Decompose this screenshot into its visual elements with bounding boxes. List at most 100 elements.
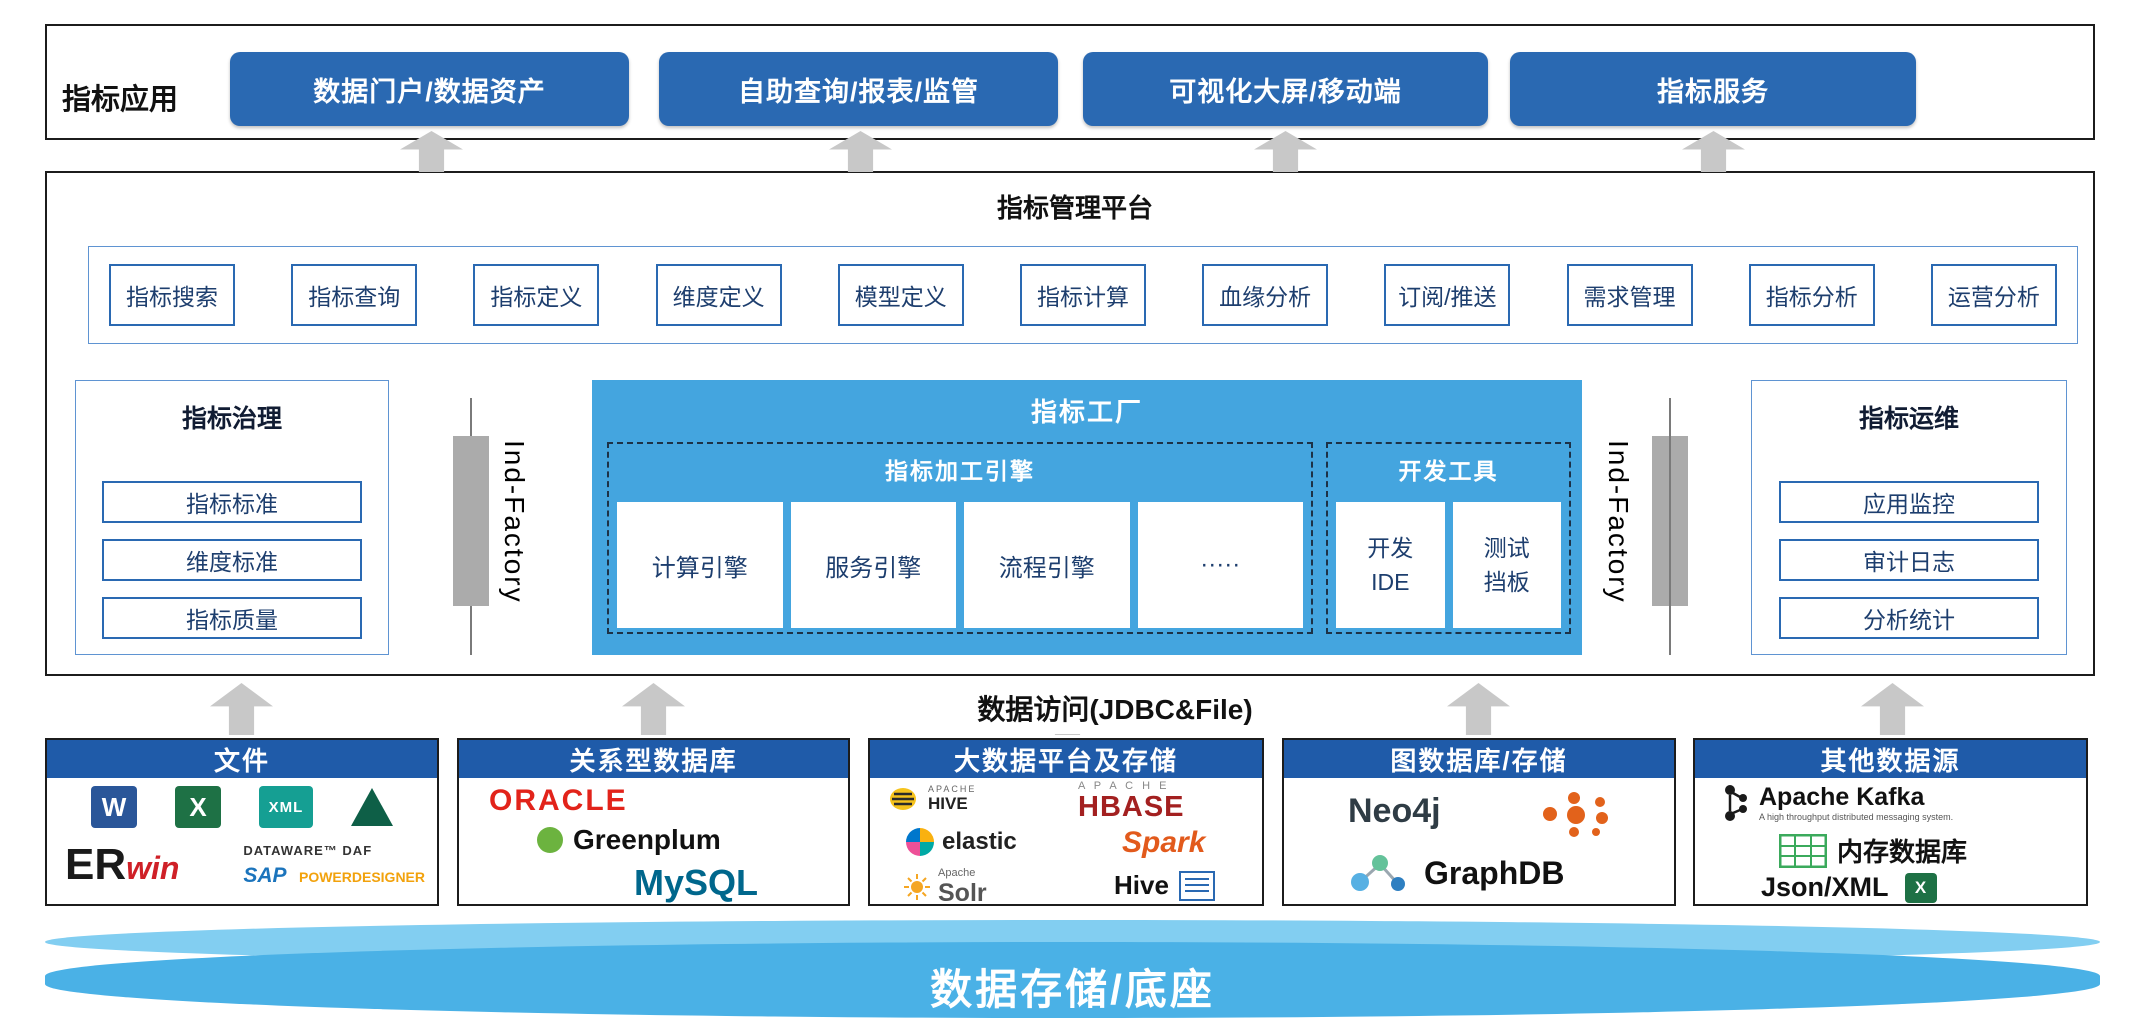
ops-panel: 指标运维 应用监控 审计日志 分析统计 xyxy=(1751,380,2067,655)
divider-line xyxy=(1669,398,1671,655)
platform-item: 指标定义 xyxy=(473,264,600,326)
source-box-rdbms: 关系型数据库 ORACLE Greenplum MySQL xyxy=(457,738,850,906)
up-arrow-icon xyxy=(1861,683,1924,735)
mysql-logo: MySQL xyxy=(634,862,759,903)
source-body-rdbms: ORACLE Greenplum MySQL xyxy=(459,778,848,904)
platform-item: 订阅/推送 xyxy=(1384,264,1511,326)
pyramid-icon xyxy=(351,788,393,826)
platform-item: 指标分析 xyxy=(1748,264,1875,326)
governance-title: 指标治理 xyxy=(181,405,282,433)
tool-item-ide: 开发 IDE xyxy=(1336,502,1445,628)
ops-title: 指标运维 xyxy=(1858,405,1959,433)
source-header-rdbms: 关系型数据库 xyxy=(459,740,848,778)
source-header-bigdata: 大数据平台及存储 xyxy=(870,740,1262,778)
orange-dots-cluster-icon xyxy=(1543,792,1608,837)
platform-item: 运营分析 xyxy=(1930,264,2057,326)
ind-factory-label-left: Ind-Factory xyxy=(499,440,530,604)
json-xml-logo: Json/XML X xyxy=(1761,872,1937,903)
tool-item-line: 开发 xyxy=(1367,534,1414,561)
sap-logo: SAP xyxy=(243,863,287,887)
engine-row: 计算引擎 服务引擎 流程引擎 ····· xyxy=(617,502,1303,628)
excel-icon: X xyxy=(1904,872,1937,903)
kafka-text: Apache Kafka xyxy=(1759,783,1925,811)
ind-factory-label-right: Ind-Factory xyxy=(1603,440,1634,604)
sap-powerdesigner-logo: SAP POWERDESIGNER xyxy=(243,864,425,888)
data-access-label: 数据访问(JDBC&File) xyxy=(905,682,1325,734)
spark-logo: Spark xyxy=(1122,826,1206,859)
dataware-logo: DATAWARE™ DAF xyxy=(243,842,373,858)
source-box-bigdata: 大数据平台及存储 APACHE HIVE A P A C H E HBASE e… xyxy=(868,738,1264,906)
erwin-er-text: ER xyxy=(65,840,127,889)
hive2-text: Hive xyxy=(1114,870,1169,900)
app-button-selfservice-query: 自助查询/报表/监管 xyxy=(659,52,1058,126)
source-body-files: W X XML ERwin DATAWARE™ DAF SAP POWERDES… xyxy=(47,778,437,904)
app-section-label: 指标应用 xyxy=(62,84,179,116)
hbase-logo: A P A C H E HBASE xyxy=(1078,780,1185,824)
elastic-icon xyxy=(906,828,934,856)
solr-logo: Apache Solr xyxy=(904,867,987,906)
engine-group-box: 指标加工引擎 计算引擎 服务引擎 流程引擎 ····· xyxy=(607,442,1313,634)
graphdb-text: GraphDB xyxy=(1424,854,1565,891)
ops-item: 审计日志 xyxy=(1779,539,2039,581)
governance-items: 指标标准 维度标准 指标质量 xyxy=(76,481,388,639)
greenplum-logo: Greenplum xyxy=(537,824,721,856)
engine-item: 计算引擎 xyxy=(617,502,783,628)
kafka-icon xyxy=(1725,785,1747,821)
storage-base-label: 数据存储/底座 xyxy=(930,966,1215,1013)
tool-item-line: 挡板 xyxy=(1483,569,1530,595)
source-header-files: 文件 xyxy=(47,740,437,778)
files-icon-row: W X XML xyxy=(47,786,437,828)
platform-title: 指标管理平台 xyxy=(996,193,1153,223)
source-box-graph: 图数据库/存储 Neo4j xyxy=(1282,738,1676,906)
oracle-logo: ORACLE xyxy=(489,784,628,817)
ops-item: 分析统计 xyxy=(1779,597,2039,639)
memdb-text: 内存数据库 xyxy=(1837,837,1968,867)
governance-panel: 指标治理 指标标准 维度标准 指标质量 xyxy=(75,380,389,655)
app-button-dashboard-mobile: 可视化大屏/移动端 xyxy=(1083,52,1488,126)
modeling-tools-logos: DATAWARE™ DAF SAP POWERDESIGNER xyxy=(243,843,425,888)
hive-text: HIVE xyxy=(928,793,968,813)
hive-apache-text: APACHE xyxy=(928,783,977,794)
connector-bar xyxy=(453,436,489,606)
erwin-logo: ERwin xyxy=(65,840,179,890)
platform-item: 指标搜索 xyxy=(109,264,235,326)
document-icon xyxy=(1178,870,1215,901)
governance-item: 维度标准 xyxy=(102,539,362,581)
graphdb-logo: GraphDB xyxy=(1346,850,1564,896)
erwin-win-text: win xyxy=(126,850,180,886)
up-arrow-icon xyxy=(622,683,685,735)
files-logo-row: ERwin DATAWARE™ DAF SAP POWERDESIGNER xyxy=(65,840,425,890)
solr-apache-text: Apache xyxy=(938,867,976,879)
engine-group-title: 指标加工引擎 xyxy=(885,458,1035,484)
governance-item: 指标质量 xyxy=(102,597,362,639)
factory-title: 指标工厂 xyxy=(1030,397,1143,427)
tool-item-line: 测试 xyxy=(1483,534,1530,561)
ops-items: 应用监控 审计日志 分析统计 xyxy=(1752,481,2066,639)
source-box-other: 其他数据源 Apache Kaf xyxy=(1693,738,2088,906)
engine-item-more: ····· xyxy=(1137,502,1303,628)
factory-box: 指标工厂 指标加工引擎 计算引擎 服务引擎 流程引擎 ····· 开发工具 开发… xyxy=(592,380,1582,655)
engine-item: 流程引擎 xyxy=(964,502,1130,628)
green-grid-icon xyxy=(1779,833,1827,868)
platform-item: 指标查询 xyxy=(291,264,418,326)
neo4j-logo: Neo4j xyxy=(1348,792,1441,830)
app-button-metric-service: 指标服务 xyxy=(1510,52,1916,126)
sun-icon xyxy=(904,873,930,900)
platform-item: 模型定义 xyxy=(837,264,964,326)
source-body-other: Apache Kafka A high throughput distribut… xyxy=(1695,778,2086,904)
platform-item: 需求管理 xyxy=(1566,264,1693,326)
source-header-graph: 图数据库/存储 xyxy=(1284,740,1674,778)
bee-icon xyxy=(890,788,916,810)
elastic-text: elastic xyxy=(942,828,1017,855)
molecule-icon xyxy=(1351,855,1405,891)
source-body-graph: Neo4j xyxy=(1284,778,1674,904)
engine-item: 服务引擎 xyxy=(790,502,956,628)
hbase-apache-text: A P A C H E xyxy=(1078,780,1170,792)
memdb-logo: 内存数据库 xyxy=(1779,832,1967,869)
kafka-tagline: A high throughput distributed messaging … xyxy=(1759,812,1954,822)
up-arrow-icon xyxy=(210,683,273,735)
platform-item: 指标计算 xyxy=(1019,264,1146,326)
source-header-other: 其他数据源 xyxy=(1695,740,2086,778)
greenplum-icon xyxy=(537,827,563,853)
